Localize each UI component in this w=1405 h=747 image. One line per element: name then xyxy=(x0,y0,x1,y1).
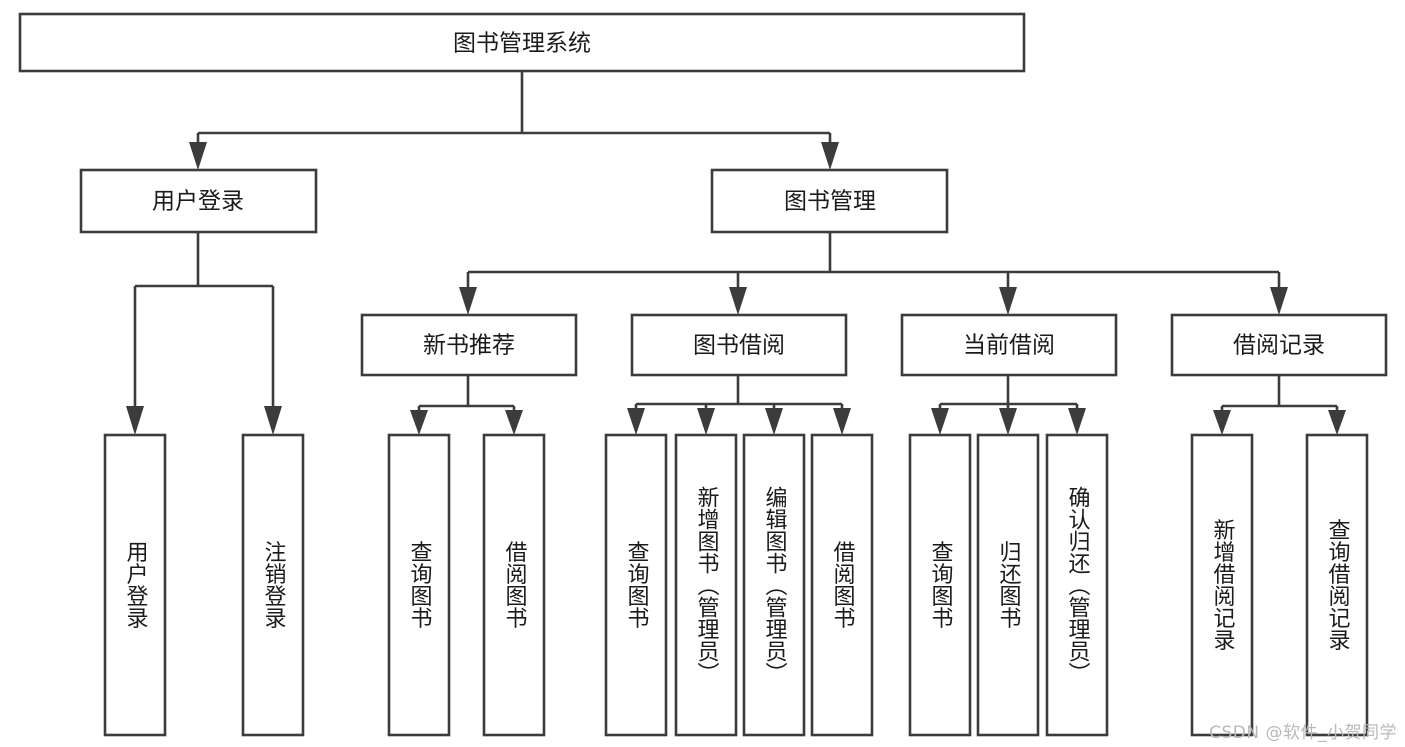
leaf-borrowrecord-query-record[interactable]: 查询借阅记录 xyxy=(1305,433,1369,737)
leaf-currentborrow-query-book-label: 查询图书 xyxy=(928,541,954,629)
leaf-bookborrow-edit-book-label: 编辑图书（管理员） xyxy=(762,486,788,684)
arrow-head-leaf-bookborrow-4 xyxy=(833,408,851,435)
node-book-borrow-box[interactable] xyxy=(630,313,848,377)
leaf-currentborrow-return-book-box[interactable] xyxy=(976,433,1040,737)
node-current-borrow-label: 当前借阅 xyxy=(963,333,1055,359)
leaf-newbook-query-book-label: 查询图书 xyxy=(407,541,433,629)
arrow-head-book-mgmt xyxy=(821,142,839,170)
leaf-bookborrow-borrow-book-box[interactable] xyxy=(810,433,874,737)
arrow-head-user-login xyxy=(189,142,207,170)
arrow-head-new-book xyxy=(459,287,477,315)
leaf-user-login[interactable]: 用户登录 xyxy=(103,433,167,737)
leaf-currentborrow-return-book[interactable]: 归还图书 xyxy=(976,433,1040,737)
leaf-borrowrecord-query-record-label: 查询借阅记录 xyxy=(1325,519,1351,651)
node-root-box[interactable] xyxy=(18,12,1026,73)
connector-layer xyxy=(126,71,1346,435)
arrow-head-leaf-borrowrecord-2 xyxy=(1328,410,1346,435)
arrow-head-leaf-newbook-1 xyxy=(410,410,428,435)
node-book-borrow[interactable]: 图书借阅 xyxy=(630,313,848,377)
leaf-borrowrecord-add-record-label: 新增借阅记录 xyxy=(1210,519,1236,651)
arrow-head-leaf-currentborrow-3 xyxy=(1068,408,1086,435)
leaf-newbook-borrow-book-label: 借阅图书 xyxy=(502,541,528,629)
leaf-newbook-borrow-book-box[interactable] xyxy=(482,433,546,737)
node-borrow-record-label: 借阅记录 xyxy=(1233,333,1325,359)
leaf-currentborrow-query-book[interactable]: 查询图书 xyxy=(908,433,972,737)
node-new-book-recommend-box[interactable] xyxy=(360,313,578,377)
arrow-head-leaf-borrowrecord-1 xyxy=(1213,410,1231,435)
leaf-bookborrow-query-book-box[interactable] xyxy=(604,433,668,737)
node-borrow-record[interactable]: 借阅记录 xyxy=(1170,313,1388,377)
node-book-management[interactable]: 图书管理 xyxy=(710,168,949,234)
leaf-bookborrow-add-book[interactable]: 新增图书（管理员） xyxy=(674,433,738,737)
leaf-borrowrecord-add-record[interactable]: 新增借阅记录 xyxy=(1190,433,1254,737)
arrow-head-leaf-bookborrow-3 xyxy=(765,408,783,435)
leaf-newbook-query-book[interactable]: 查询图书 xyxy=(387,433,451,737)
leaf-bookborrow-borrow-book-label: 借阅图书 xyxy=(830,541,856,629)
arrow-head-borrow-record xyxy=(1270,287,1288,315)
leaf-newbook-query-book-box[interactable] xyxy=(387,433,451,737)
leaf-borrowrecord-add-record-box[interactable] xyxy=(1190,433,1254,737)
arrow-head-leaf-currentborrow-2 xyxy=(999,408,1017,435)
arrow-head-leaf-bookborrow-1 xyxy=(627,408,645,435)
node-borrow-record-box[interactable] xyxy=(1170,313,1388,377)
csdn-watermark: CSDN @软件_小贺同学 xyxy=(1209,723,1397,743)
leaf-bookborrow-borrow-book[interactable]: 借阅图书 xyxy=(810,433,874,737)
node-user-login-box[interactable] xyxy=(79,168,318,234)
node-book-management-box[interactable] xyxy=(710,168,949,234)
arrow-head-leaf-user-login xyxy=(126,406,144,435)
leaf-bookborrow-query-book[interactable]: 查询图书 xyxy=(604,433,668,737)
leaf-currentborrow-confirm-return[interactable]: 确认归还（管理员） xyxy=(1045,433,1109,737)
leaf-user-login-label: 用户登录 xyxy=(123,541,149,629)
leaf-borrowrecord-query-record-box[interactable] xyxy=(1305,433,1369,737)
leaf-user-login-box[interactable] xyxy=(103,433,167,737)
leaf-bookborrow-add-book-label: 新增图书（管理员） xyxy=(694,486,720,684)
node-book-management-label: 图书管理 xyxy=(784,189,876,215)
leaf-bookborrow-query-book-label: 查询图书 xyxy=(624,541,650,629)
leaf-logout-label: 注销登录 xyxy=(261,541,287,629)
node-root[interactable]: 图书管理系统 xyxy=(18,12,1026,73)
node-new-book-recommend[interactable]: 新书推荐 xyxy=(360,313,578,377)
node-current-borrow[interactable]: 当前借阅 xyxy=(900,313,1118,377)
leaf-bookborrow-edit-book-box[interactable] xyxy=(742,433,806,737)
leaf-logout[interactable]: 注销登录 xyxy=(241,433,305,737)
leaf-currentborrow-query-book-box[interactable] xyxy=(908,433,972,737)
node-current-borrow-box[interactable] xyxy=(900,313,1118,377)
leaf-currentborrow-return-book-label: 归还图书 xyxy=(996,541,1022,629)
node-book-borrow-label: 图书借阅 xyxy=(693,333,785,359)
leaf-newbook-borrow-book[interactable]: 借阅图书 xyxy=(482,433,546,737)
leaf-bookborrow-add-book-box[interactable] xyxy=(674,433,738,737)
node-root-label: 图书管理系统 xyxy=(453,31,591,57)
leaf-logout-box[interactable] xyxy=(241,433,305,737)
node-user-login-label: 用户登录 xyxy=(152,189,244,215)
arrow-head-book-borrow xyxy=(729,287,747,315)
leaf-bookborrow-edit-book[interactable]: 编辑图书（管理员） xyxy=(742,433,806,737)
node-user-login[interactable]: 用户登录 xyxy=(79,168,318,234)
leaf-currentborrow-confirm-return-box[interactable] xyxy=(1045,433,1109,737)
arrow-head-leaf-newbook-2 xyxy=(505,410,523,435)
arrow-head-leaf-logout xyxy=(264,406,282,435)
node-new-book-recommend-label: 新书推荐 xyxy=(423,333,515,359)
leaf-currentborrow-confirm-return-label: 确认归还（管理员） xyxy=(1065,486,1091,684)
arrow-head-leaf-currentborrow-1 xyxy=(931,408,949,435)
arrow-head-leaf-bookborrow-2 xyxy=(697,408,715,435)
arrow-head-current-borrow xyxy=(999,287,1017,315)
